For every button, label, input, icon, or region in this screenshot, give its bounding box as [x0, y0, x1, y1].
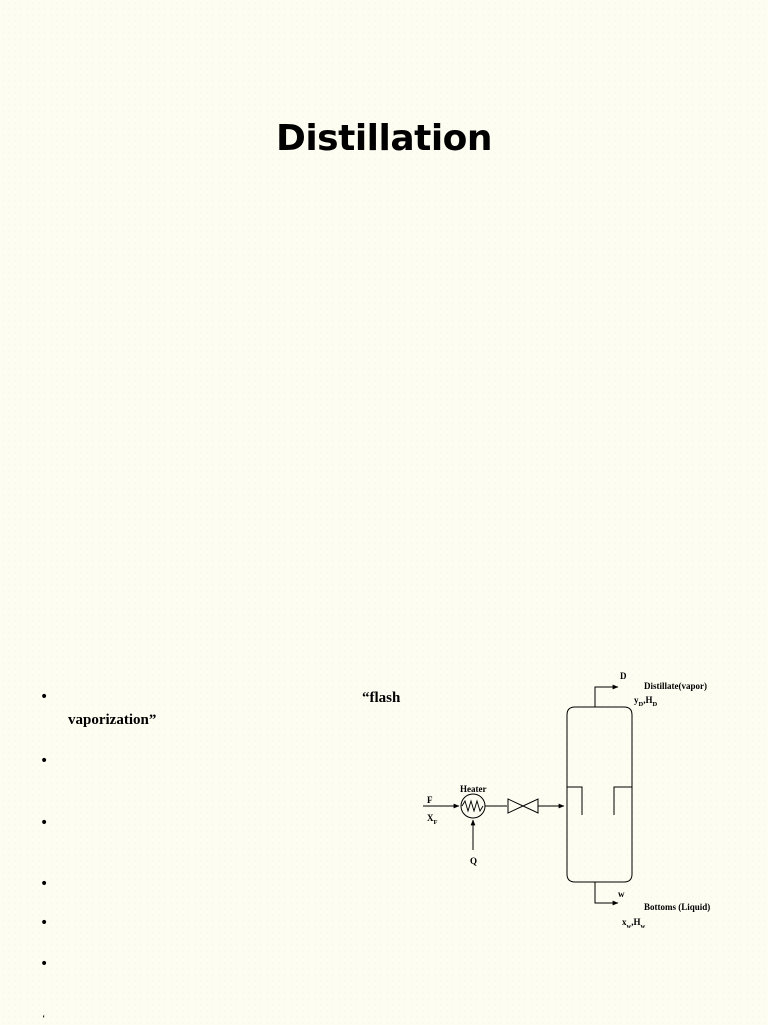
bullet-marker-5: • [40, 915, 49, 931]
bullet-marker-3: • [40, 815, 49, 831]
flash-distillation-diagram: F XF Heater Q D Distillate(vapor) yD,HD … [423, 671, 710, 930]
distillate-line [594, 684, 619, 707]
heater-coil [461, 799, 484, 813]
bullet-text-vaporization: vaporization” [68, 712, 157, 728]
feed-composition-label: XF [427, 813, 438, 826]
distillate-properties: yD,HD [634, 695, 657, 708]
heater-icon [460, 793, 486, 819]
flash-vessel [566, 706, 633, 883]
bullet-marker-1: • [40, 689, 49, 705]
bottoms-properties: xw,Hw [622, 917, 645, 930]
left-baffle [567, 786, 583, 815]
bullet-marker-4: • [40, 876, 49, 892]
right-baffle [613, 786, 632, 815]
heat-label: Q [470, 856, 477, 866]
distillate-product-label: Distillate(vapor) [644, 681, 707, 691]
distillate-stream-label: D [620, 671, 627, 681]
feed-label: F [427, 795, 433, 805]
bottoms-line [594, 882, 619, 906]
heater-label: Heater [460, 784, 486, 794]
stray-mark: ‘ [42, 1014, 46, 1025]
bullet-text-flash: “flash [362, 690, 401, 706]
bottoms-stream-label: w [618, 889, 625, 899]
bullet-marker-2: • [40, 753, 49, 769]
bottoms-product-label: Bottoms (Liquid) [644, 902, 710, 912]
bullet-marker-6: • [40, 956, 49, 972]
valve-icon [507, 798, 539, 814]
slide-title: Distillation [275, 118, 493, 159]
